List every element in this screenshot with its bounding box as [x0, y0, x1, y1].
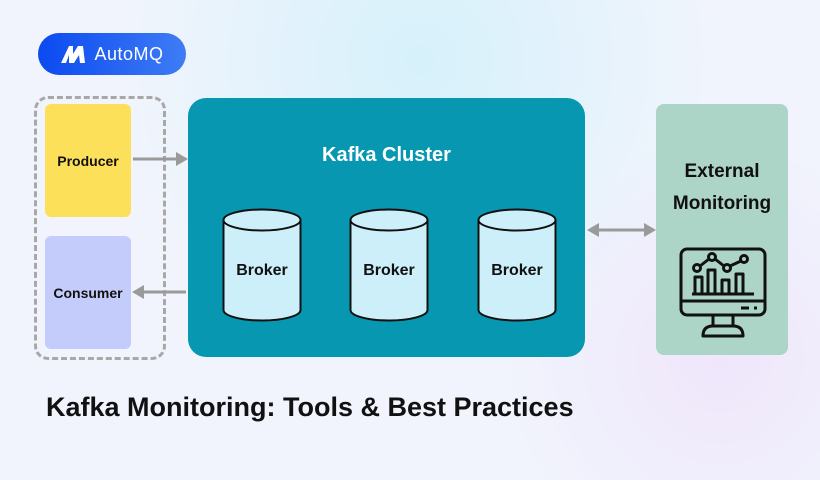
automq-logo-icon	[61, 46, 86, 63]
logo-text: AutoMQ	[94, 43, 164, 64]
external-monitoring-title: External Monitoring	[672, 161, 772, 214]
kafka-cluster: Kafka Cluster Broker Broker Broker	[188, 98, 585, 357]
broker-label: Broker	[491, 262, 543, 279]
broker-label: Broker	[236, 262, 288, 279]
cluster-title: Kafka Cluster	[322, 144, 451, 166]
cylinder-icon	[222, 208, 302, 322]
consumer-box: Consumer	[45, 236, 131, 349]
cylinder-icon	[349, 208, 429, 322]
automq-logo: AutoMQ	[38, 33, 186, 75]
broker-label: Broker	[363, 262, 415, 279]
clients-group	[34, 96, 166, 360]
broker: Broker	[477, 208, 557, 322]
producer-box: Producer	[45, 104, 131, 217]
consumer-label: Consumer	[53, 284, 123, 301]
external-monitoring-box: External Monitoring	[656, 104, 788, 355]
broker: Broker	[349, 208, 429, 322]
monitor-chart-icon	[679, 247, 767, 338]
page-title: Kafka Monitoring: Tools & Best Practices	[46, 392, 574, 422]
producer-label: Producer	[57, 152, 119, 169]
broker: Broker	[222, 208, 302, 322]
cylinder-icon	[477, 208, 557, 322]
